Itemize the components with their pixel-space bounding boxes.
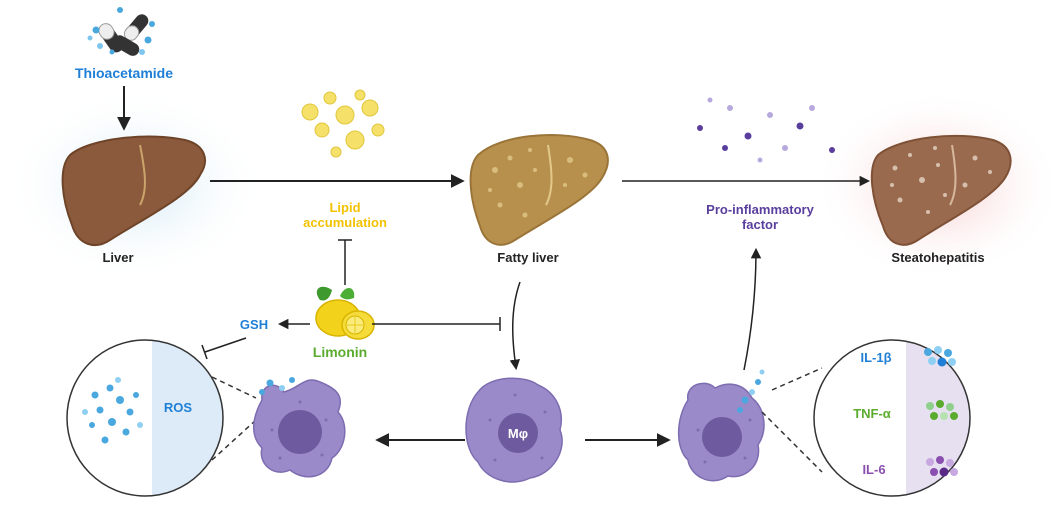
tnfa-label: TNF-α (853, 406, 891, 421)
zoom-lines-left (211, 376, 257, 461)
limonin-label: Limonin (313, 344, 367, 360)
ros-label: ROS (164, 400, 193, 415)
proinflammatory-particles-icon (697, 97, 835, 163)
macrophage-center-icon (465, 377, 563, 483)
lipid-droplets-icon (301, 89, 385, 158)
ros-panel (66, 339, 224, 497)
il1b-molecules-icon (924, 346, 956, 367)
lipid-accumulation-label-line1: Lipid (329, 200, 360, 215)
lipid-accumulation-label-line2: accumulation (303, 215, 387, 230)
inhibit-limonin-lipid (338, 239, 352, 285)
thioacetamide-label: Thioacetamide (75, 65, 173, 81)
macrophage-cytokine-icon (677, 369, 765, 482)
steatohepatitis-label: Steatohepatitis (891, 250, 984, 265)
steatohepatitis-liver-icon (870, 134, 1012, 246)
fatty-liver-label: Fatty liver (497, 250, 558, 265)
inhibit-limonin-macrophage (372, 317, 501, 331)
arrow-fatty-liver-to-macrophage (509, 281, 521, 371)
arrow-cytokine-cell-to-factor (743, 247, 762, 371)
thioacetamide-pills-icon (87, 7, 155, 56)
liver-icon (61, 135, 206, 246)
macrophage-label: Mφ (508, 426, 528, 441)
inhibit-gsh-ros (201, 337, 247, 360)
macrophage-ros-icon (253, 377, 346, 478)
gsh-label: GSH (240, 317, 268, 332)
il1b-label: IL-1β (860, 350, 891, 365)
proinflammatory-label-line2: factor (742, 217, 778, 232)
liver-label: Liver (102, 250, 133, 265)
tnfa-molecules-icon (926, 400, 958, 420)
cytokine-panel (813, 339, 971, 497)
il6-molecules-icon (926, 456, 958, 477)
limonin-lemon-icon (315, 286, 375, 340)
fatty-liver-icon (469, 134, 609, 246)
proinflammatory-label-line1: Pro-inflammatory (706, 202, 814, 217)
il6-label: IL-6 (862, 462, 885, 477)
zoom-lines-right (761, 367, 823, 473)
